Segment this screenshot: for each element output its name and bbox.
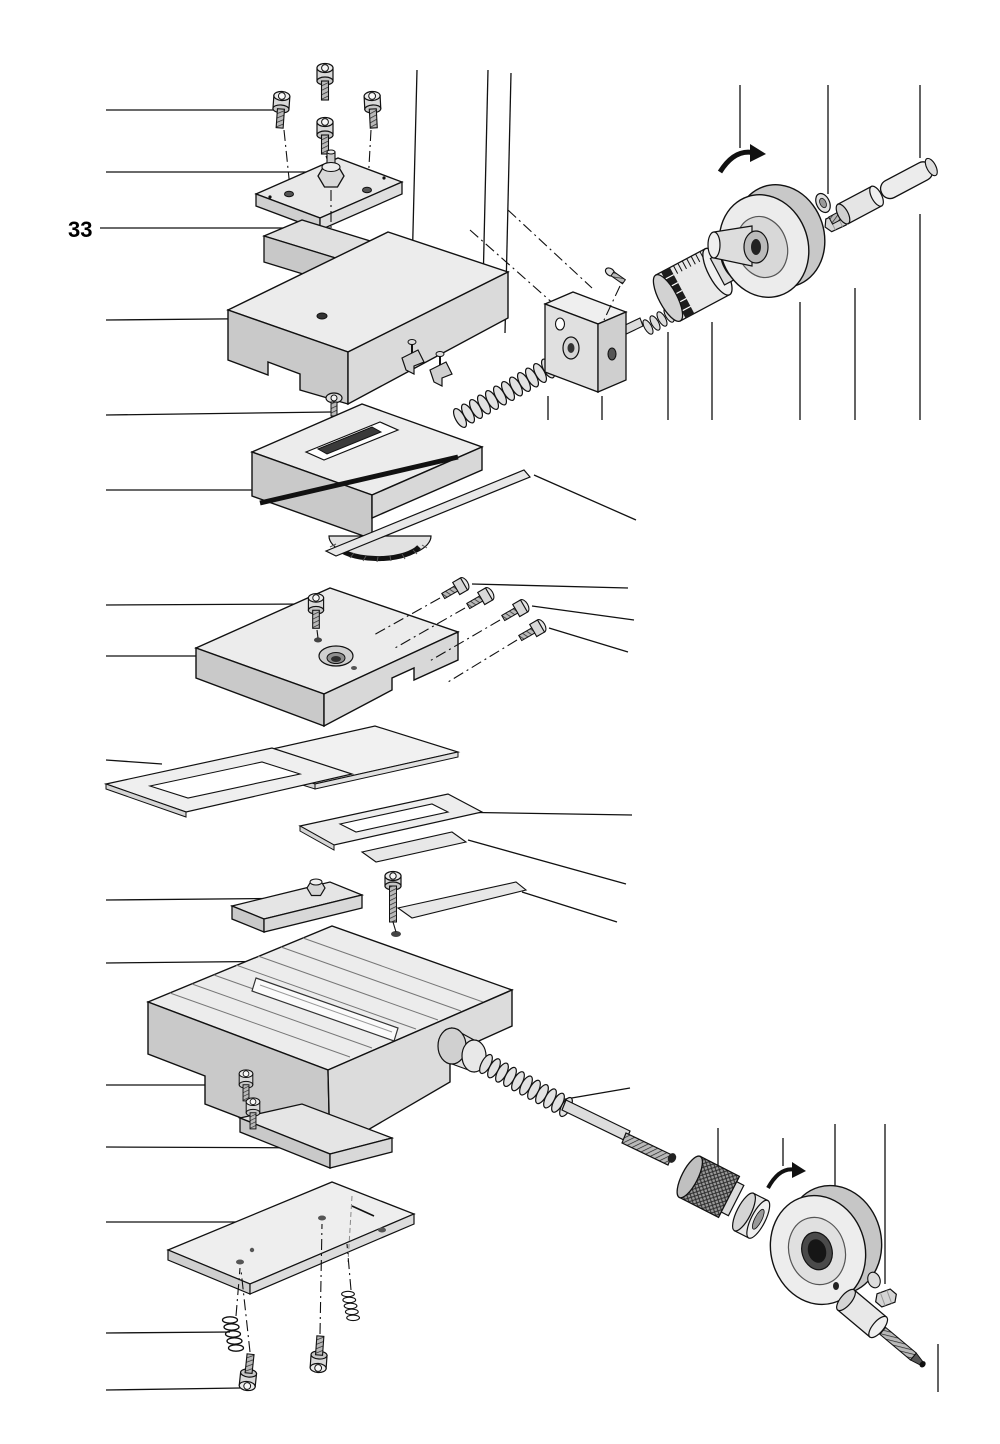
toolpost-hex-bolt	[317, 149, 345, 232]
crank-handle-upper	[828, 157, 938, 225]
gib-strip-upper	[324, 469, 531, 557]
base-screws	[238, 1223, 329, 1392]
leadscrew-bearing-bracket	[543, 267, 644, 393]
knurled-nut	[676, 1155, 745, 1219]
handwheel-upper	[707, 184, 826, 298]
compound-slide-body	[226, 209, 593, 406]
protractor-scale	[329, 543, 428, 563]
gib-strip-thin-a	[360, 831, 468, 863]
lock-nut	[867, 1271, 897, 1308]
clamp-screw	[384, 870, 402, 937]
shim-plate-c	[298, 793, 484, 851]
part-label-33: 33	[68, 217, 92, 242]
handwheel-lower	[769, 1184, 883, 1306]
clamp-bar	[229, 870, 402, 937]
swivel-plate	[194, 587, 460, 728]
rotation-arrow-lower	[766, 1162, 806, 1189]
collar-ring	[732, 1192, 771, 1239]
bracket-screw	[604, 267, 627, 285]
mounting-screws	[371, 577, 547, 683]
gib-retaining-clips	[401, 339, 453, 387]
gib-strip-thin-b	[396, 881, 528, 919]
rotation-arrow-upper	[717, 144, 766, 174]
compound-slide-base	[250, 403, 484, 563]
adjusting-screw-and-spring	[325, 392, 351, 454]
shim-plate-b	[103, 747, 355, 818]
clamp-hex-bolt	[306, 878, 326, 897]
base-plate	[166, 1181, 416, 1295]
callout-leader-lines	[100, 69, 939, 1392]
base-springs	[221, 1243, 361, 1352]
cross-leadscrew	[479, 1053, 677, 1166]
swivel-plate-screw	[307, 593, 325, 639]
toolpost-top-plate	[254, 149, 404, 232]
crank-handle-lower	[836, 1288, 926, 1368]
